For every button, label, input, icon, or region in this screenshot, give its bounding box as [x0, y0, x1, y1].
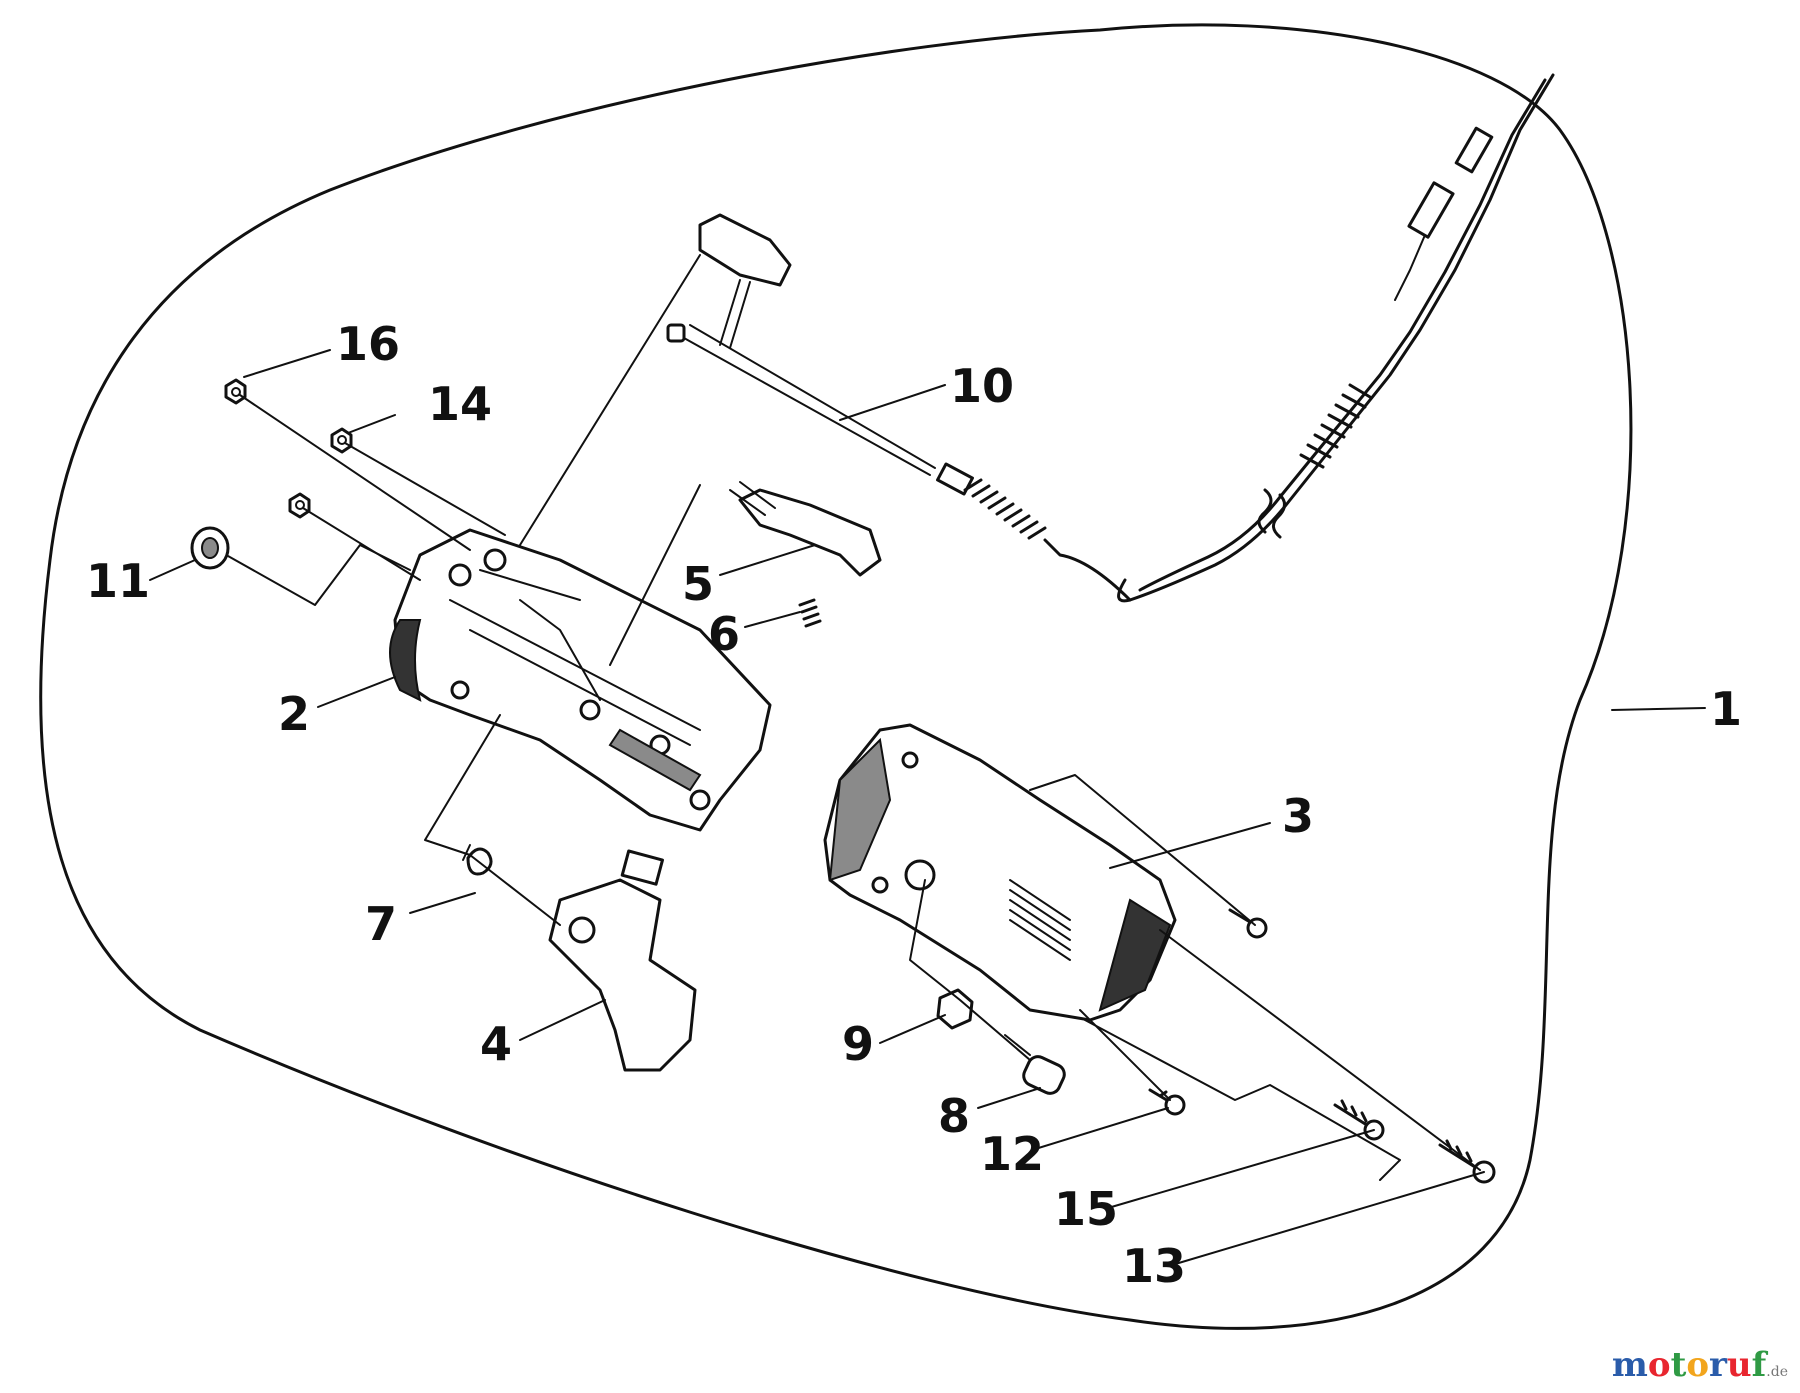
watermark-letter: o	[1647, 1345, 1671, 1385]
cable-spring-upper	[1299, 383, 1372, 469]
callout-9: 9	[842, 1017, 874, 1071]
assembly-guide-lines	[227, 394, 1481, 1181]
callout-15: 15	[1054, 1182, 1118, 1236]
leader-lines	[149, 349, 1706, 1266]
watermark-letter: o	[1686, 1345, 1709, 1385]
callout-16: 16	[336, 317, 400, 371]
watermark-letter: r	[1709, 1345, 1727, 1385]
throttle-cable	[666, 73, 1555, 603]
nut-extra	[288, 492, 311, 519]
kit-boundary-outline	[39, 23, 1633, 1330]
callout-13: 13	[1122, 1239, 1186, 1293]
callout-10: 10	[950, 359, 1014, 413]
cap-11	[190, 526, 230, 570]
lever-5	[729, 481, 882, 577]
callout-3: 3	[1282, 789, 1314, 843]
watermark-logo: motoruf.de	[1612, 1345, 1788, 1385]
screw-15	[1333, 1099, 1385, 1141]
callout-4: 4	[480, 1017, 512, 1071]
nut-16	[224, 378, 247, 405]
right-handle-housing	[823, 723, 1177, 1022]
nut-9	[936, 988, 974, 1030]
spring-6	[798, 598, 822, 628]
callout-7: 7	[365, 897, 397, 951]
watermark-letter: f	[1751, 1345, 1767, 1385]
button-8	[1004, 1034, 1066, 1095]
watermark-letter: t	[1670, 1345, 1687, 1385]
callout-5: 5	[682, 557, 714, 611]
callout-14: 14	[428, 377, 492, 431]
switch-wire-connector	[519, 213, 792, 546]
cable-fitting-lower	[936, 462, 1047, 540]
callout-6: 6	[708, 607, 740, 661]
callout-1: 1	[1710, 682, 1742, 736]
watermark-letter: m	[1611, 1345, 1648, 1385]
screw-upper	[1228, 908, 1268, 939]
spring-clip-7	[462, 844, 493, 876]
screw-12	[1148, 1088, 1186, 1116]
callout-12: 12	[980, 1127, 1044, 1181]
watermark-letter: u	[1726, 1345, 1752, 1385]
left-handle-housing	[389, 528, 772, 832]
callout-8: 8	[938, 1089, 970, 1143]
watermark-suffix: .de	[1766, 1364, 1788, 1380]
callout-11: 11	[86, 554, 150, 608]
callout-2: 2	[278, 687, 310, 741]
throttle-trigger-4	[548, 849, 697, 1072]
watermark-letters: motoruf	[1612, 1345, 1766, 1385]
